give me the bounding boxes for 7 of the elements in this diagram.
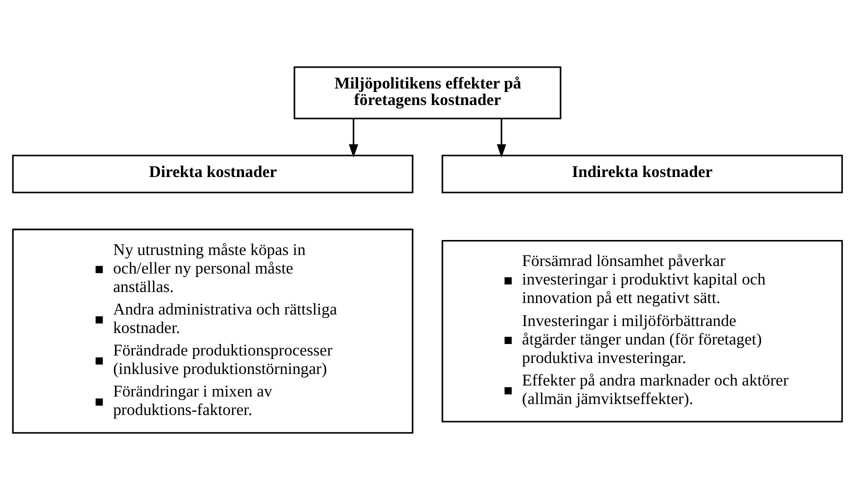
arrow [348, 118, 358, 158]
node-box: Indirekta kostnader [442, 154, 843, 194]
node-box: Försämrad lönsamhet påverkar investeringar i produktivt kapital och innovation på ett negativt sätt. Investeringar i miljöförbättrande åtgärder tänger undan (för företaget) produktiva investeringar. Effekter på andra marknader och aktörer (allmän jämviktseffekter). [442, 240, 843, 422]
node-box: Direkta kostnader [12, 154, 414, 194]
node-box: Ny utrustning måste köpas in och/eller ny personal måste anställas. Andra administrativa och rättsliga kostnader. Förändrade produktionsprocesser (inklusive produktionstörningar) Förändringar i mixen av produktions-faktorer. [12, 228, 414, 434]
arrow [496, 118, 506, 158]
node-box: Miljöpolitikens effekter på företagens kostnader [294, 66, 562, 120]
